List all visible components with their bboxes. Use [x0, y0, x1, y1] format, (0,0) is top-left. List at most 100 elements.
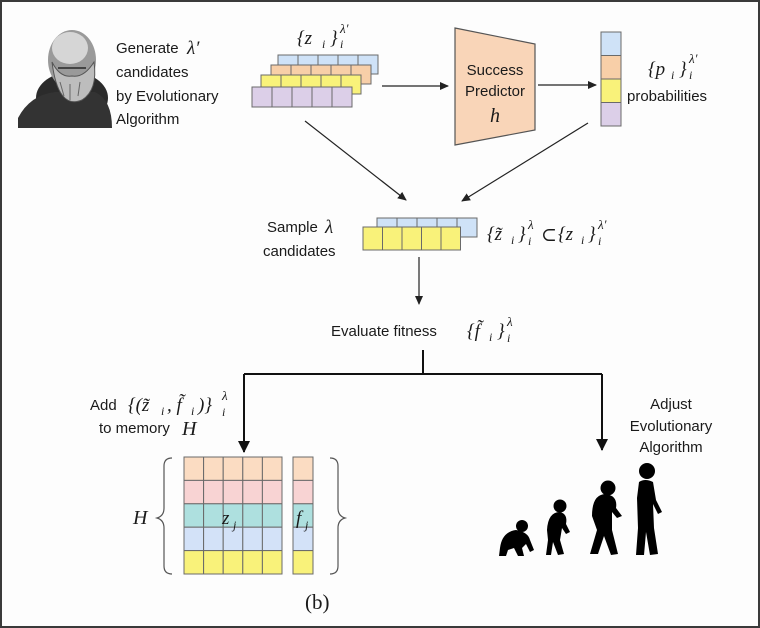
- generate-label: Generate λ′ candidates by Evolutionary A…: [116, 38, 219, 128]
- svg-text:i: i: [581, 233, 584, 247]
- svg-text:Predictor: Predictor: [465, 83, 525, 100]
- sampled-vectors: [362, 217, 478, 251]
- memory-f-blue: [292, 526, 314, 552]
- hominid-silhouette: [590, 480, 622, 555]
- svg-text:Success: Success: [467, 62, 524, 79]
- vector-cell: [261, 456, 283, 481]
- svg-text:}: }: [588, 224, 596, 245]
- svg-text:λ′: λ′: [688, 51, 698, 66]
- sample-label: Sample λ candidates: [263, 217, 336, 260]
- svg-text:λ: λ: [324, 217, 333, 238]
- memory-f-yellow: [292, 550, 314, 575]
- svg-text:i: i: [340, 37, 343, 51]
- svg-text:{z̃: {z̃: [487, 224, 503, 245]
- svg-text:candidates: candidates: [116, 64, 189, 81]
- vector-cell: [292, 526, 314, 552]
- vector-cell: [382, 226, 403, 251]
- sampled-vector-yellow: [362, 226, 461, 251]
- vector-cell: [292, 479, 314, 505]
- svg-text:λ: λ: [527, 217, 534, 232]
- svg-text:candidates: candidates: [263, 243, 336, 260]
- vector-cell: [251, 86, 273, 108]
- vector-cell: [183, 550, 205, 575]
- vector-cell: [242, 456, 263, 481]
- svg-text:i: i: [507, 331, 510, 345]
- memory-row-pink: [183, 479, 283, 505]
- left-brace: [154, 457, 173, 575]
- vector-cell: [203, 456, 224, 481]
- svg-text:λ′: λ′: [186, 38, 200, 59]
- vector-cell: [261, 550, 283, 575]
- svg-text:, f̃: , f̃: [167, 394, 186, 416]
- vector-cell: [242, 550, 263, 575]
- branch-connector: [238, 350, 608, 453]
- svg-text:by Evolutionary: by Evolutionary: [116, 88, 219, 105]
- vector-cell: [203, 503, 224, 528]
- vector-cell: [183, 526, 205, 552]
- vector-cell: [261, 503, 283, 528]
- svg-text:H: H: [132, 507, 149, 529]
- vector-cell: [203, 479, 224, 505]
- vector-cell: [311, 86, 333, 108]
- svg-text:{z: {z: [558, 224, 574, 245]
- vector-cell: [401, 226, 422, 251]
- svg-text:}: }: [330, 28, 338, 49]
- svg-text:λ′: λ′: [339, 21, 349, 36]
- svg-text:Algorithm: Algorithm: [116, 111, 179, 128]
- svg-text:i: i: [689, 68, 692, 82]
- memory-H: H z j f j: [132, 456, 348, 575]
- vector-cell: [203, 526, 224, 552]
- svg-text:i: i: [528, 234, 531, 248]
- memory-f-column: [292, 456, 314, 575]
- memory-f-orange: [292, 456, 314, 481]
- svg-text:probabilities: probabilities: [627, 88, 707, 105]
- svg-text:i: i: [191, 404, 194, 418]
- panel-label: (b): [305, 590, 330, 614]
- vector-cell: [222, 479, 244, 505]
- svg-text:Algorithm: Algorithm: [639, 439, 702, 456]
- svg-text:f: f: [296, 508, 304, 529]
- add-to-memory-label: Add {(z̃ i , f̃ i )} λ i to memory H: [90, 388, 228, 440]
- svg-text:Add: Add: [90, 397, 117, 414]
- svg-text:z: z: [221, 508, 230, 529]
- memory-row-teal: [183, 503, 283, 528]
- vector-cell: [183, 479, 205, 505]
- vector-cell: [440, 226, 461, 251]
- vector-cell: [222, 456, 244, 481]
- svg-text:i: i: [222, 405, 225, 419]
- vector-cell: [242, 526, 263, 552]
- right-brace: [329, 457, 348, 575]
- ape-silhouette: [499, 520, 534, 556]
- vector-cell: [261, 526, 283, 552]
- vector-cell: [242, 479, 263, 505]
- svg-text:H: H: [181, 418, 198, 440]
- svg-text:{f̃: {f̃: [467, 320, 484, 342]
- svg-text:{p: {p: [648, 59, 665, 80]
- probabilities-vector: [600, 31, 622, 127]
- adjust-label: Adjust Evolutionary Algorithm: [630, 396, 713, 456]
- vector-cell: [183, 503, 205, 528]
- candidate-vectors-stack: [251, 54, 379, 108]
- svg-text:λ: λ: [506, 314, 513, 329]
- svg-text:i: i: [598, 234, 601, 248]
- svg-text:λ: λ: [221, 388, 228, 403]
- vector-cell: [291, 86, 313, 108]
- svg-text:j: j: [231, 518, 237, 532]
- vector-cell: [292, 550, 314, 575]
- darwin-portrait-icon: [18, 30, 112, 128]
- svg-text:h: h: [490, 105, 500, 127]
- svg-text:Evolutionary: Evolutionary: [630, 418, 713, 435]
- vector-cell: [203, 550, 224, 575]
- human-silhouette: [636, 463, 662, 555]
- svg-text:{z: {z: [297, 28, 313, 49]
- probabilities-label: {p i } λ′ i probabilities: [627, 51, 707, 105]
- early-hominid-silhouette: [546, 499, 570, 555]
- arrow-candidates-to-sample: [304, 120, 407, 201]
- svg-text:i: i: [671, 68, 674, 82]
- memory-row-blue: [183, 526, 283, 552]
- vector-cell: [271, 86, 293, 108]
- svg-text:Evaluate fitness: Evaluate fitness: [331, 323, 437, 340]
- svg-text:Sample: Sample: [267, 219, 318, 236]
